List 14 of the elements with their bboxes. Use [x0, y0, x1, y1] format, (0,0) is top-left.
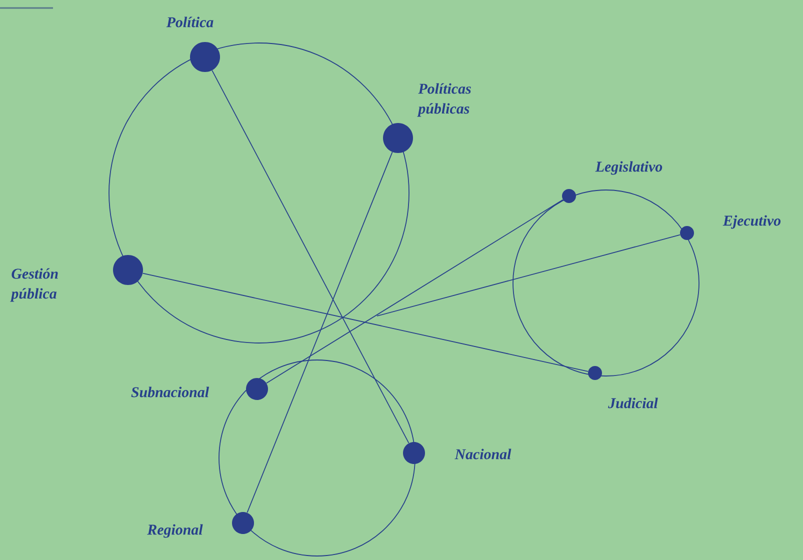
- dot-label: Nacional: [454, 448, 512, 460]
- line: [266, 199, 564, 384]
- line: [212, 70, 410, 444]
- line: [246, 152, 393, 514]
- dot-label: Judicial: [608, 398, 658, 408]
- dot-label: Subnacional: [131, 386, 209, 398]
- dot-label: Ejecutivo: [722, 215, 781, 229]
- dot-label: Regional: [147, 524, 203, 538]
- dot-label: Legislativo: [595, 161, 662, 175]
- line: [142, 272, 588, 372]
- dot-label: Política: [166, 16, 214, 28]
- dot-label: Gestión pública: [10, 268, 58, 302]
- dot-label: Políticas públicas: [417, 83, 471, 117]
- line: [376, 234, 680, 316]
